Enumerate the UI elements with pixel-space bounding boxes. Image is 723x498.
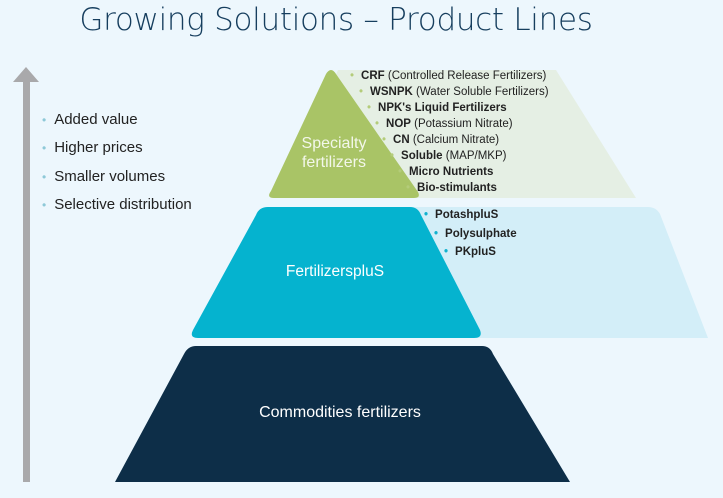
commodities-label: Commodities fertilizers (259, 404, 421, 421)
specialty-item-code: CN (393, 134, 410, 146)
fertilizersplus-item: Polysulphate (434, 228, 517, 240)
specialty-item-code: NOP (386, 118, 411, 130)
value-arrow (13, 67, 39, 482)
specialty-item-desc: (Calcium Nitrate) (409, 134, 500, 146)
fertilizersplus-label: FertilizerspluS (285, 263, 385, 280)
specialty-item: NOP (Potassium Nitrate) (375, 118, 513, 130)
attribute-item: Selective distribution (42, 196, 192, 213)
attribute-item: Added value (42, 111, 137, 128)
specialty-item-desc: (Water Soluble Fertilizers) (412, 86, 549, 98)
commodities-tier (115, 346, 570, 482)
fertilizersplus-item: PotashpluS (424, 209, 498, 221)
specialty-item-code: Micro Nutrients (409, 166, 494, 178)
specialty-item: NPK's Liquid Fertilizers (367, 102, 507, 114)
specialty-item-code: Bio-stimulants (417, 182, 497, 194)
specialty-item: CN (Calcium Nitrate) (382, 134, 499, 146)
specialty-item-code: WSNPK (370, 86, 413, 98)
specialty-label: Specialty fertilizers (284, 134, 384, 172)
specialty-item-code: Soluble (401, 150, 443, 162)
specialty-label-line: Specialty (301, 135, 367, 152)
specialty-item-desc: (MAP/MKP) (442, 150, 507, 162)
specialty-item-desc: (Controlled Release Fertilizers) (384, 70, 547, 82)
attribute-item: Higher prices (42, 139, 142, 156)
specialty-item-code: NPK's Liquid Fertilizers (378, 102, 507, 114)
specialty-item: Bio-stimulants (406, 182, 497, 194)
specialty-item: Micro Nutrients (398, 166, 493, 178)
specialty-item-code: CRF (361, 70, 385, 82)
specialty-item: Soluble (MAP/MKP) (390, 150, 506, 162)
attribute-item: Smaller volumes (42, 168, 165, 185)
page-title: Growing Solutions – Product Lines (79, 2, 593, 38)
specialty-tier (269, 70, 419, 198)
fertilizersplus-tier (191, 207, 481, 338)
specialty-item: WSNPK (Water Soluble Fertilizers) (359, 86, 549, 98)
specialty-item: CRF (Controlled Release Fertilizers) (350, 70, 546, 82)
specialty-item-desc: (Potassium Nitrate) (410, 118, 513, 130)
fertilizersplus-item: PKpluS (444, 246, 496, 258)
specialty-label-line: fertilizers (301, 154, 366, 171)
